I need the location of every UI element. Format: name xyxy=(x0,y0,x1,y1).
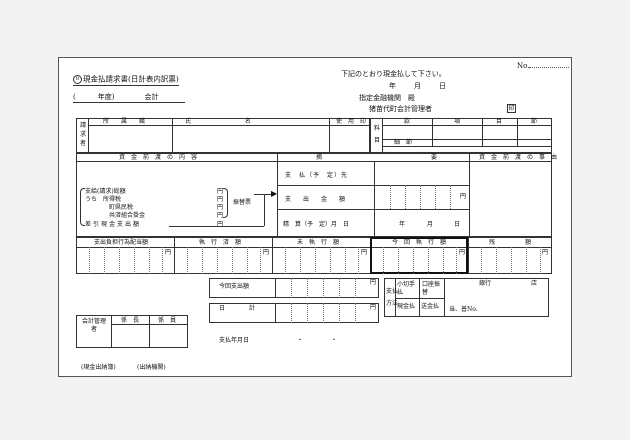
current-payment-unit: 円 xyxy=(370,279,377,286)
amount-unit-4: 円 xyxy=(459,249,466,256)
daily-total-box xyxy=(209,303,379,323)
name-header: 氏 名 xyxy=(185,118,252,125)
check-payment-label: 小切手払 xyxy=(397,281,416,296)
amount-unit-5: 円 xyxy=(542,249,549,256)
unit-1: 円 xyxy=(217,188,224,195)
branch-label: 店 xyxy=(531,280,538,287)
right-brace xyxy=(223,188,228,218)
budget-subject-block xyxy=(370,118,552,153)
fiscal-year-line: (年度)会計 xyxy=(73,94,185,103)
address-header: 所 属 職 xyxy=(103,118,146,125)
net-cash-arrow-line xyxy=(169,226,264,227)
advance-content-header: 資 金 前 渡 の 内 容 xyxy=(119,154,198,161)
sub-detail-header: 細 節 xyxy=(394,139,413,146)
settle-date: 日 xyxy=(454,221,461,228)
pay-date-sep2: ・ xyxy=(331,337,338,344)
item-header: 項 xyxy=(454,118,461,125)
accountant-label: 会計管理者 xyxy=(81,318,106,333)
instruction-text: 下記のとおり現金払して下さい。 xyxy=(341,70,446,78)
header-unexecuted: 未 執 行 額 xyxy=(297,239,340,246)
cash-payment-label: 現金払 xyxy=(397,303,416,310)
payment-side-label2: 方法 xyxy=(386,300,399,307)
seal-header: 使 用 印 xyxy=(336,118,367,125)
advance-row-income-tax: うち 所得税 xyxy=(85,196,122,203)
current-payment-label: 今回支出額 xyxy=(219,283,250,290)
header-allocation: 支出負担行為配当額 xyxy=(94,239,149,246)
summary-header-left: 摘 xyxy=(316,154,323,161)
designated-bank: 指定金融機関 殿 xyxy=(359,94,415,102)
pay-date-label: 支払年月日 xyxy=(219,337,250,344)
subject-label: 料目 xyxy=(374,125,381,144)
number-label: No. xyxy=(517,63,570,70)
advance-section xyxy=(76,153,552,237)
unit-3: 円 xyxy=(217,204,224,211)
amounts-row xyxy=(76,237,552,274)
unit-2: 円 xyxy=(217,196,224,203)
chief-label: 係 長 xyxy=(121,317,140,324)
form-number-circle: 8 xyxy=(73,75,82,84)
advance-row-resident-tax: 町県民税 xyxy=(109,204,134,211)
header-balance: 残 額 xyxy=(489,239,532,246)
settle-label: 精 算（予 定）月 日 xyxy=(283,221,350,228)
request-date: 年月日 xyxy=(389,82,446,90)
section-header: 款 xyxy=(404,118,411,125)
account-transfer-label: 口座振替 xyxy=(422,281,441,296)
account-number-label: 当、普No. xyxy=(449,306,478,313)
payment-side-label1: 支払 xyxy=(386,288,399,295)
remittance-label: 送金払 xyxy=(421,303,440,310)
approval-block xyxy=(76,315,188,348)
settle-day: 月 xyxy=(427,221,434,228)
requester-label: 請求者 xyxy=(80,122,87,147)
header-executed: 執 行 済 額 xyxy=(199,239,242,246)
advance-row-total: 支給(請求)総額 xyxy=(85,188,126,195)
unit-5: 円 xyxy=(217,221,224,228)
current-payment-box xyxy=(209,278,379,298)
amount-unit-2: 円 xyxy=(263,249,270,256)
unit-4: 円 xyxy=(217,212,224,219)
settle-month: 年 xyxy=(399,221,406,228)
requester-block xyxy=(76,118,370,153)
advance-row-net-cash: 差引現金支出額 xyxy=(85,221,142,228)
transfer-note: 振替票 xyxy=(233,199,252,206)
advance-row-mutual-aid: 共済組合掛金 xyxy=(109,212,146,219)
accountant-seal: 印 xyxy=(507,104,516,113)
payer-agency-label: (出納機関) xyxy=(137,364,166,371)
payment-method-box xyxy=(384,278,549,317)
eye-header: 目 xyxy=(496,118,503,125)
amount-unit-1: 円 xyxy=(165,249,172,256)
arrow-icon: ▶ xyxy=(271,189,278,198)
header-current: 今 回 執 行 額 xyxy=(392,239,447,246)
advance-reason-header: 資 金 前 渡 の 事 由 xyxy=(479,154,558,161)
bank-label: 銀行 xyxy=(479,280,492,287)
amount-unit: 円 xyxy=(460,193,467,200)
daily-total-unit: 円 xyxy=(370,304,377,311)
staff-label: 係 員 xyxy=(158,317,177,324)
summary-header-right: 要 xyxy=(431,154,438,161)
amount-unit-3: 円 xyxy=(361,249,368,256)
daily-total-label: 日 計 xyxy=(219,305,256,312)
town-accountant: 猪苗代町会計管理者 xyxy=(369,105,432,113)
cash-ledger-label: (現金出納簿) xyxy=(81,364,116,371)
current-execution-box xyxy=(370,237,468,274)
left-brace xyxy=(80,188,85,226)
detail-header: 節 xyxy=(531,118,538,125)
payee-label: 支 払（予 定）先 xyxy=(285,172,349,179)
pay-date-sep1: ・ xyxy=(297,337,304,344)
amount-label: 支 出 金 額 xyxy=(285,196,346,203)
